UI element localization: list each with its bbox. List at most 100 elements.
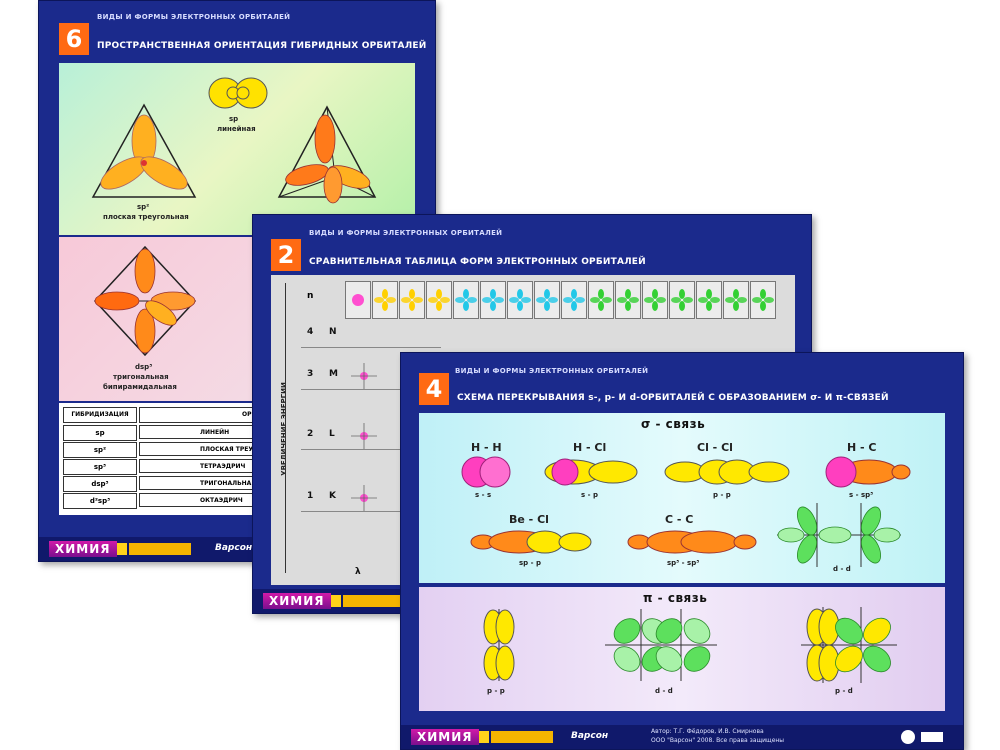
orbital-cell xyxy=(750,281,776,319)
s-orbital-icon xyxy=(351,423,377,449)
sigma-bottom-label: sp - p xyxy=(519,559,541,567)
mark-icon xyxy=(921,732,943,742)
brand-dot-icon xyxy=(331,595,341,607)
orbital-cell xyxy=(372,281,398,319)
poster-6-supertitle: ВИДЫ И ФОРМЫ ЭЛЕКТРОННЫХ ОРБИТАЛЕЙ xyxy=(97,13,291,21)
orbital-cell xyxy=(480,281,506,319)
table-cell-hybrid: d²sp³ xyxy=(63,493,137,509)
orbital-cell xyxy=(426,281,452,319)
table-cell-hybrid: sp² xyxy=(63,442,137,458)
brand-logo: ХИМИЯ xyxy=(49,541,117,557)
sigma-bottom-label: d - d xyxy=(833,565,851,573)
sp2-desc: плоская треугольная xyxy=(103,213,189,221)
p-p-pi-overlap xyxy=(483,609,515,681)
sigma-bottom-label: sp³ - sp³ xyxy=(667,559,700,567)
orbital-cell xyxy=(561,281,587,319)
sp-p-overlap xyxy=(470,530,592,554)
row-n-label: 4 xyxy=(307,327,314,337)
sigma-title: σ - связь xyxy=(641,417,706,431)
poster-4-title: СХЕМА ПЕРЕКРЫВАНИЯ s-, p- И d-ОРБИТАЛЕЙ … xyxy=(457,393,889,403)
orbital-cell xyxy=(507,281,533,319)
dsp3-desc-2: бипирамидальная xyxy=(103,383,177,391)
sigma-top-label: Cl - Cl xyxy=(697,441,733,454)
orbital-shape-icon xyxy=(563,289,585,311)
poster-4-footer: ХИМИЯ Варсон Автор: Т.Г. Фёдоров, И.В. С… xyxy=(401,725,963,749)
poster-2-supertitle: ВИДЫ И ФОРМЫ ЭЛЕКТРОННЫХ ОРБИТАЛЕЙ xyxy=(309,229,503,237)
poster-6-title: ПРОСТРАНСТВЕННАЯ ОРИЕНТАЦИЯ ГИБРИДНЫХ ОР… xyxy=(97,41,427,51)
sp-label: sp xyxy=(229,115,239,123)
s-s-overlap xyxy=(461,456,511,488)
publisher-logo: Варсон xyxy=(215,543,253,553)
orbital-shape-icon xyxy=(428,289,450,311)
barcode-icon xyxy=(901,730,915,744)
row-divider xyxy=(301,347,441,348)
sp-orbital xyxy=(208,77,268,109)
table-header-hybrid: ГИБРИДИЗАЦИЯ xyxy=(63,407,137,423)
row-shell-label: M xyxy=(329,369,338,379)
publisher-logo: Варсон xyxy=(571,731,609,741)
poster-6-number: 6 xyxy=(59,23,89,55)
orbital-cell xyxy=(615,281,641,319)
sigma-top-label: C - C xyxy=(665,513,694,526)
orbital-cell xyxy=(345,281,371,319)
row-shell-label: N xyxy=(329,327,337,337)
row-shell-label: L xyxy=(329,429,335,439)
orbital-cell xyxy=(534,281,560,319)
sigma-top-label: H - C xyxy=(847,441,877,454)
orbital-cell xyxy=(453,281,479,319)
brand-dot-icon xyxy=(479,731,489,743)
row-divider xyxy=(301,449,441,450)
row-divider xyxy=(301,389,441,390)
sigma-bottom-label: s - s xyxy=(475,491,492,499)
table-cell-hybrid: sp xyxy=(63,425,137,441)
s-orbital-icon xyxy=(351,485,377,511)
sp2-label: sp² xyxy=(137,203,150,211)
orbital-cell xyxy=(588,281,614,319)
sigma-bottom-label: s - p xyxy=(581,491,598,499)
orbital-shape-icon xyxy=(352,294,364,306)
dsp3-label: dsp³ xyxy=(135,363,153,371)
orbital-cell xyxy=(399,281,425,319)
s-sp3-overlap xyxy=(825,456,911,488)
credit-line-1: Автор: Т.Г. Фёдоров, И.В. Смирнова xyxy=(651,728,764,735)
sp3-sp3-overlap xyxy=(627,530,757,554)
orbital-shape-icon xyxy=(509,289,531,311)
brand-logo: ХИМИЯ xyxy=(263,593,331,609)
orbital-cell xyxy=(723,281,749,319)
row-shell-label: K xyxy=(329,491,336,501)
credit-line-2: ООО "Варсон" 2008. Все права защищены xyxy=(651,737,785,744)
dsp3-desc-1: тригональная xyxy=(113,373,169,381)
orbital-shape-icon xyxy=(644,289,666,311)
pi-bottom-label: p - p xyxy=(487,687,505,695)
orbital-shape-icon xyxy=(455,289,477,311)
table-cell-hybrid: sp³ xyxy=(63,459,137,475)
sp2-orbital xyxy=(91,103,197,198)
orbital-shape-icon xyxy=(725,289,747,311)
orbital-shape-icon xyxy=(590,289,612,311)
sigma-top-label: H - Cl xyxy=(573,441,607,454)
orbital-shape-icon xyxy=(671,289,693,311)
dsp3-orbital xyxy=(93,245,197,357)
orbital-shape-icon xyxy=(617,289,639,311)
energy-axis-label: УВЕЛИЧЕНИЕ ЭНЕРГИИ xyxy=(280,382,288,476)
d-d-pi-overlap xyxy=(605,609,717,681)
poster-2-number: 2 xyxy=(271,239,301,271)
orbital-cell xyxy=(642,281,668,319)
row-n-label: 1 xyxy=(307,491,314,501)
sigma-top-label: Be - Cl xyxy=(509,513,549,526)
orbital-cell xyxy=(696,281,722,319)
row-n-label: 2 xyxy=(307,429,314,439)
orbital-shape-icon xyxy=(401,289,423,311)
pi-bottom-label: p - d xyxy=(835,687,853,695)
row-divider xyxy=(301,511,441,512)
p-p-overlap xyxy=(664,459,790,485)
sp3-orbital xyxy=(277,105,377,204)
sigma-bottom-label: s - sp³ xyxy=(849,491,874,499)
poster-2-title: СРАВНИТЕЛЬНАЯ ТАБЛИЦА ФОРМ ЭЛЕКТРОННЫХ О… xyxy=(309,257,646,267)
pi-title: π - связь xyxy=(643,591,708,605)
sp-desc: линейная xyxy=(217,125,256,133)
brand-subtitle-strip xyxy=(129,543,191,555)
s-p-overlap xyxy=(544,458,638,486)
row-n-label: 3 xyxy=(307,369,314,379)
brand-logo: ХИМИЯ xyxy=(411,729,479,745)
